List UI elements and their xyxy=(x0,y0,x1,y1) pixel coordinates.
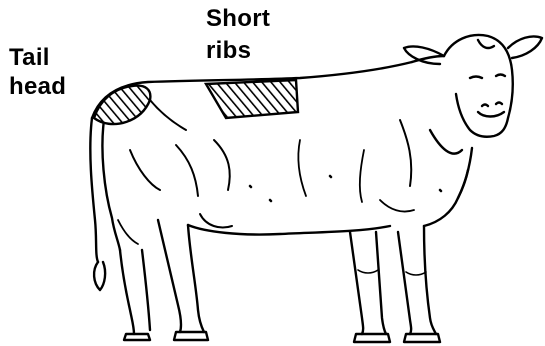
cow-rump-outline xyxy=(102,120,120,250)
cow-nostril-left xyxy=(482,105,488,107)
cow-hind-leg-outer xyxy=(120,250,134,334)
cow-fore-leg-rear xyxy=(350,232,363,334)
cow-hind-hoof-outer xyxy=(124,334,150,340)
cow-flank-line-2 xyxy=(214,140,230,190)
short-ribs-label-line2: ribs xyxy=(206,37,251,65)
short-ribs-label-line1: Short xyxy=(206,5,270,33)
cow-dots xyxy=(250,176,441,201)
cow-hind-hoof-2 xyxy=(174,332,208,340)
cow-fore-hoof-front xyxy=(404,334,440,342)
cow-head-outline xyxy=(444,35,513,137)
cow-fore-leg-front-b xyxy=(424,226,436,334)
tail-head-label-line1: Tail xyxy=(9,44,50,72)
cow-knee-line-2 xyxy=(406,272,426,275)
cow-hind-leg-2b xyxy=(188,225,204,332)
cow-forelock xyxy=(478,40,494,48)
cow-tail xyxy=(90,118,98,262)
cow-knee-line xyxy=(358,270,378,273)
cow-eye-left xyxy=(470,77,482,79)
cow-udder xyxy=(200,214,232,228)
cow-rib-line-2 xyxy=(360,150,364,202)
cow-ear-right xyxy=(508,36,542,58)
cow-neck-lower xyxy=(430,130,462,154)
cow-fore-leg-front xyxy=(398,232,411,334)
tail-head-region xyxy=(94,86,150,124)
cow-nostril-right xyxy=(496,103,502,105)
cow-hip-line xyxy=(150,100,186,130)
tail-head-label-line2: head xyxy=(9,73,66,101)
cow-rib-line xyxy=(298,140,306,196)
cow-tail-switch xyxy=(94,262,105,290)
cow-muzzle xyxy=(478,112,504,117)
cow-fore-hoof-rear xyxy=(354,334,390,342)
cow-elbow-line xyxy=(380,200,414,212)
cow-chest-outline xyxy=(424,148,472,226)
cow-fore-leg-rear-b xyxy=(376,232,386,334)
cow-flank-line xyxy=(176,145,198,196)
cow-thigh-line xyxy=(130,150,160,190)
short-ribs-region xyxy=(206,80,298,118)
cow-hind-leg-inner-line xyxy=(142,250,150,330)
cow-hock-line xyxy=(118,220,138,244)
cow-shoulder-line xyxy=(400,120,411,186)
cow-dewlap xyxy=(458,170,468,198)
cow-eye-right xyxy=(496,75,505,77)
cow-hind-leg-2 xyxy=(158,220,181,332)
